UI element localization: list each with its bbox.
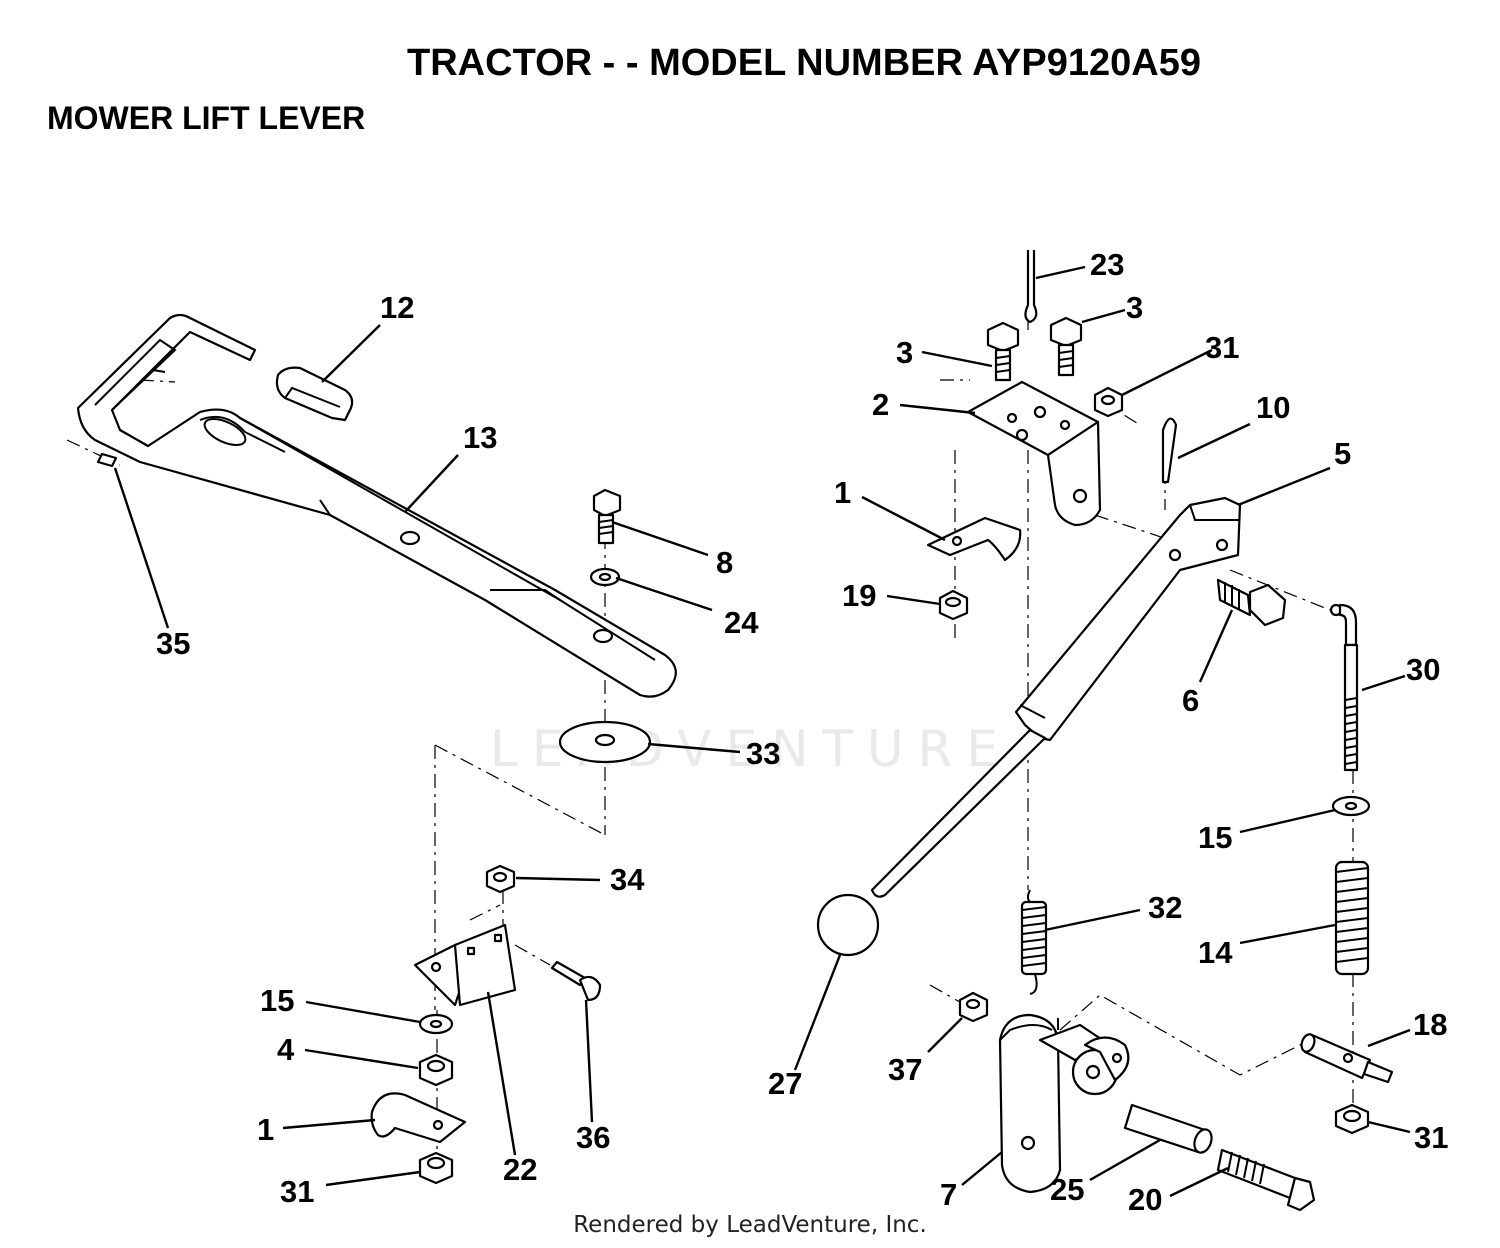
callout-20: 20: [1128, 1182, 1162, 1217]
lift-link-7: [998, 1013, 1130, 1194]
pin-35: [96, 452, 118, 468]
callout-22: 22: [503, 1152, 537, 1187]
callout-25: 25: [1050, 1172, 1084, 1207]
callout-32: 32: [1148, 890, 1182, 925]
trunnion-18: [1300, 1033, 1394, 1084]
bracket-22: [413, 923, 517, 1007]
callout-31-left: 31: [280, 1174, 314, 1209]
carriage-bolt-36: [550, 960, 602, 1002]
callout-labels: 12 13 35 8 24 33 34 15 4 1 31 22 36 23 3…: [156, 247, 1448, 1217]
lever-pad-12: [275, 366, 354, 422]
arm-hole: [399, 530, 421, 546]
callout-24: 24: [724, 605, 759, 640]
callout-34: 34: [610, 862, 645, 897]
lift-lever-5: [870, 496, 1242, 898]
callout-33: 33: [746, 736, 780, 771]
bolt-8: [592, 488, 622, 545]
callout-12: 12: [380, 290, 414, 325]
compression-spring-14: [1334, 860, 1370, 976]
callout-13: 13: [463, 420, 497, 455]
callout-15-left: 15: [260, 983, 294, 1018]
callout-31-bottom: 31: [1414, 1120, 1448, 1155]
lever-knob-27: [816, 893, 880, 957]
callout-10: 10: [1256, 390, 1290, 425]
mounting-bracket-2: [966, 380, 1102, 527]
mower-lift-arm-13: [76, 313, 677, 698]
cotter-pin-10: [1161, 417, 1178, 484]
callout-4: 4: [277, 1032, 295, 1067]
spacer-tube-25: [1123, 1103, 1213, 1154]
callout-5: 5: [1334, 436, 1351, 471]
shoulder-bolt-6: [1216, 578, 1287, 627]
callout-1-left: 1: [257, 1112, 274, 1147]
callout-14: 14: [1198, 935, 1233, 970]
callout-36: 36: [576, 1120, 610, 1155]
bolt-3-left: [986, 321, 1020, 382]
clip-1-left: [370, 1092, 467, 1144]
callout-27: 27: [768, 1066, 802, 1101]
callout-8: 8: [716, 545, 733, 580]
callout-35: 35: [156, 626, 190, 661]
section-title: MOWER LIFT LEVER: [47, 100, 366, 136]
arm-hole: [592, 628, 614, 644]
callout-30: 30: [1406, 652, 1440, 687]
clip-1-right: [926, 516, 1022, 562]
cotter-pin-23: [1024, 250, 1038, 324]
callout-23: 23: [1090, 247, 1124, 282]
bolt-3-right: [1049, 316, 1083, 377]
callout-37: 37: [888, 1052, 922, 1087]
bolt-20: [1216, 1148, 1316, 1212]
page-title: TRACTOR - - MODEL NUMBER AYP9120A59: [407, 42, 1201, 84]
callout-19: 19: [842, 578, 876, 613]
callout-3-right: 3: [1126, 290, 1143, 325]
extension-spring-32: [1020, 889, 1048, 995]
leader-lines: [113, 265, 1411, 1198]
assembly-lines: [66, 290, 1354, 1180]
callout-6: 6: [1182, 683, 1199, 718]
callout-3-left: 3: [896, 335, 913, 370]
callout-7: 7: [940, 1177, 957, 1212]
callout-1-right: 1: [834, 475, 851, 510]
footer-credit: Rendered by LeadVenture, Inc.: [573, 1212, 927, 1238]
callout-31-top: 31: [1205, 330, 1239, 365]
callout-18: 18: [1413, 1007, 1447, 1042]
eye-bolt-30: [1329, 603, 1359, 772]
callout-15-right: 15: [1198, 820, 1232, 855]
callout-2: 2: [872, 387, 889, 422]
